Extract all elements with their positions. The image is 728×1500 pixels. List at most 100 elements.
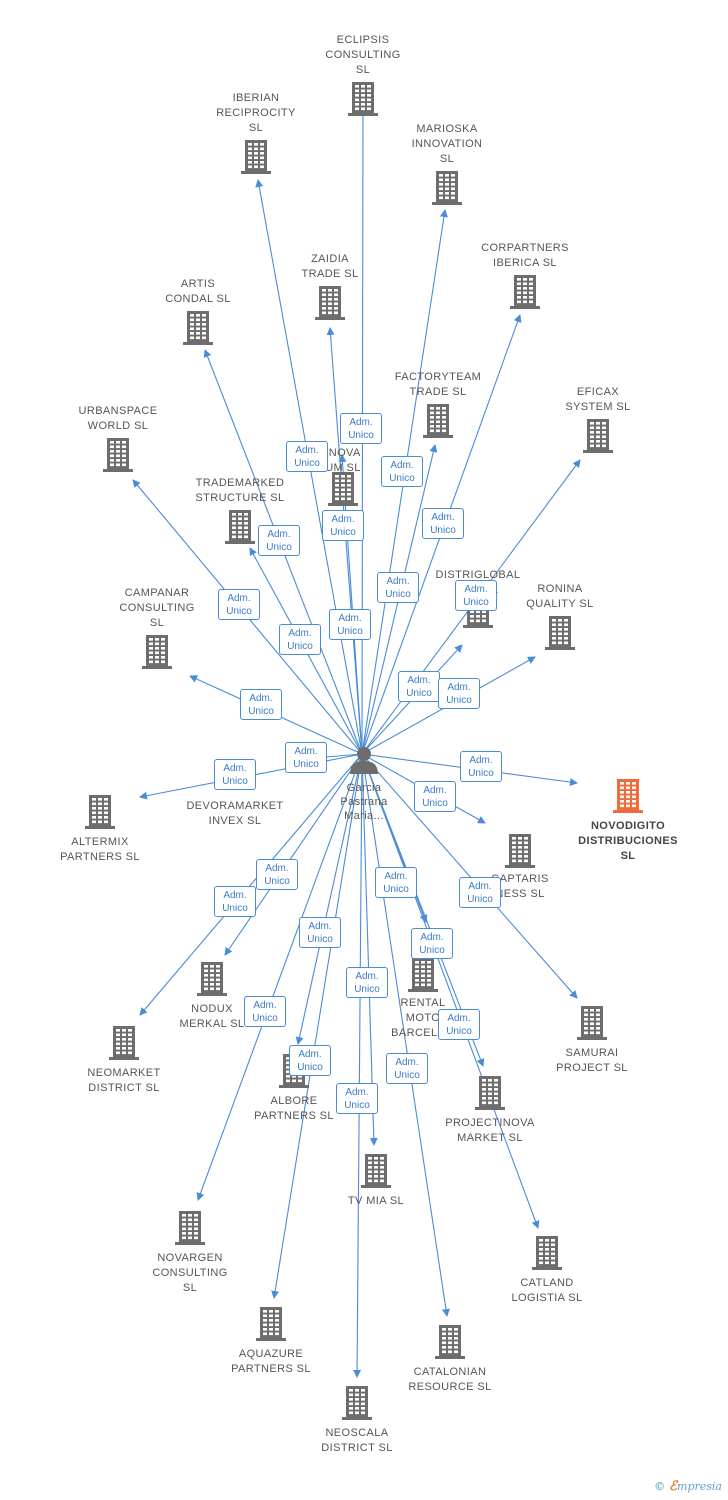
company-node-artis[interactable]: ARTIS CONDAL SL bbox=[138, 277, 258, 345]
center-person-node[interactable]: Garcia Pastrana Maria... bbox=[304, 744, 424, 823]
company-node-samurai[interactable]: SAMURAI PROJECT SL bbox=[532, 1006, 652, 1076]
company-node-urbanspace[interactable]: URBANSPACE WORLD SL bbox=[58, 404, 178, 472]
role-label-line2: Unico bbox=[252, 1013, 278, 1024]
company-name: CATLAND LOGISTIA SL bbox=[511, 1277, 583, 1304]
company-node-eficax[interactable]: EFICAX SYSTEM SL bbox=[538, 385, 658, 453]
role-label-line1: Adm. bbox=[345, 1087, 369, 1098]
role-label-neomarket[interactable]: Adm.Unico bbox=[214, 886, 256, 917]
company-name: EFICAX SYSTEM SL bbox=[565, 386, 631, 413]
building-icon bbox=[85, 795, 115, 829]
role-label-eclipsis[interactable]: Adm. Unico bbox=[340, 413, 382, 444]
role-label-novargen[interactable]: Adm. Unico bbox=[244, 996, 286, 1027]
role-label-catalonian[interactable]: Adm.Unico bbox=[386, 1053, 428, 1084]
role-label-samurai[interactable]: Adm.Unico bbox=[459, 877, 501, 908]
role-label-rental[interactable]: Adm.Unico bbox=[375, 867, 417, 898]
company-node-factoryteam[interactable]: FACTORYTEAM TRADE SL bbox=[378, 370, 498, 438]
building-icon bbox=[577, 1006, 607, 1040]
role-label-line1: Adm. bbox=[253, 1000, 277, 1011]
edge-samurai bbox=[361, 753, 578, 999]
edge-aquazure bbox=[271, 753, 363, 1299]
company-node-captaris[interactable]: CAPTARIS NESS SL bbox=[460, 834, 580, 902]
company-name: CAMPANAR CONSULTING SL bbox=[119, 587, 195, 629]
company-node-eclipsis[interactable]: ECLIPSIS CONSULTING SL bbox=[303, 33, 423, 116]
brand-logo-text: mpresia bbox=[677, 1480, 722, 1493]
company-node-novargen[interactable]: NOVARGEN CONSULTING SL bbox=[130, 1211, 250, 1296]
role-label-nodux[interactable]: Adm.Unico bbox=[256, 859, 298, 890]
company-name: INOVA UM SL bbox=[325, 447, 361, 474]
role-label-line2: Unico bbox=[354, 984, 380, 995]
company-node-catalonian[interactable]: CATALONIAN RESOURCE SL bbox=[390, 1325, 510, 1395]
role-label-line2: Unico bbox=[337, 626, 363, 637]
company-node-novodigito[interactable]: NOVODIGITO DISTRIBUCIONES SL bbox=[568, 779, 688, 864]
company-node-zaidia[interactable]: ZAIDIA TRADE SL bbox=[270, 252, 390, 320]
person-icon bbox=[350, 747, 378, 774]
company-node-inova[interactable]: INOVA UM SL bbox=[283, 446, 403, 506]
role-label-inova[interactable]: Adm.Unico bbox=[329, 609, 371, 640]
company-node-neomarket[interactable]: NEOMARKET DISTRICT SL bbox=[64, 1026, 184, 1096]
company-node-devoramarket[interactable]: DEVORAMARKET INVEX SL bbox=[175, 799, 295, 829]
role-label-line1: Adm. bbox=[265, 863, 289, 874]
role-label-projectinova[interactable]: Adm.Unico bbox=[411, 928, 453, 959]
role-label-ronina[interactable]: Adm.Unico bbox=[438, 678, 480, 709]
role-label-line2: Unico bbox=[226, 606, 252, 617]
company-name: ZAIDIA TRADE SL bbox=[301, 253, 359, 280]
building-icon bbox=[175, 1211, 205, 1245]
role-label-line1: Adm. bbox=[355, 971, 379, 982]
company-node-projectinova[interactable]: PROJECTINOVA MARKET SL bbox=[430, 1076, 550, 1146]
role-label-line1: Adm. bbox=[349, 417, 373, 428]
role-label-line1: Adm. bbox=[223, 890, 247, 901]
role-label-corpartners[interactable]: Adm.Unico bbox=[422, 508, 464, 539]
role-label-distriglobal[interactable]: Adm.Unico bbox=[398, 671, 440, 702]
company-name: ALBORE PARTNERS SL bbox=[254, 1095, 334, 1122]
role-label-zaidia[interactable]: Adm.Unico bbox=[322, 510, 364, 541]
company-node-catland[interactable]: CATLAND LOGISTIA SL bbox=[487, 1236, 607, 1306]
building-icon bbox=[510, 275, 540, 309]
company-node-trademarked[interactable]: TRADEMARKED STRUCTURE SL bbox=[180, 476, 300, 544]
role-label-novodigito[interactable]: Adm.Unico bbox=[460, 751, 502, 782]
role-label-line1: Adm. bbox=[308, 921, 332, 932]
company-node-nodux[interactable]: NODUX MERKAL SL bbox=[152, 962, 272, 1032]
role-label-line1: Adm. bbox=[288, 628, 312, 639]
role-label-urbanspace[interactable]: Adm. Unico bbox=[218, 589, 260, 620]
role-label-neoscala[interactable]: Adm.Unico bbox=[336, 1083, 378, 1114]
role-label-trademarked[interactable]: Adm.Unico bbox=[279, 624, 321, 655]
role-label-line1: Adm. bbox=[294, 746, 318, 757]
role-label-eficax[interactable]: Adm.Unico bbox=[455, 580, 497, 611]
role-label-line1: Adm. bbox=[468, 881, 492, 892]
role-label-tvmia[interactable]: Adm. Unico bbox=[346, 967, 388, 998]
company-node-aquazure[interactable]: AQUAZURE PARTNERS SL bbox=[211, 1307, 331, 1377]
building-icon bbox=[435, 1325, 465, 1359]
role-label-line2: Unico bbox=[266, 542, 292, 553]
role-label-line1: Adm. bbox=[298, 1049, 322, 1060]
role-label-artis[interactable]: Adm.Unico bbox=[258, 525, 300, 556]
role-label-iberian[interactable]: Adm.Unico bbox=[286, 441, 328, 472]
role-label-line2: Unico bbox=[348, 430, 374, 441]
role-label-factoryteam[interactable]: Adm.Unico bbox=[377, 572, 419, 603]
role-label-devoramarket[interactable]: Adm.Unico bbox=[285, 742, 327, 773]
building-icon bbox=[532, 1236, 562, 1270]
role-label-marioska[interactable]: Adm.Unico bbox=[381, 456, 423, 487]
company-node-neoscala[interactable]: NEOSCALA DISTRICT SL bbox=[297, 1386, 417, 1456]
role-label-captaris[interactable]: Adm.Unico bbox=[414, 781, 456, 812]
role-label-catland[interactable]: Adm.Unico bbox=[438, 1009, 480, 1040]
company-name: URBANSPACE WORLD SL bbox=[78, 405, 158, 432]
company-node-iberian[interactable]: IBERIAN RECIPROCITY SL bbox=[196, 91, 316, 174]
building-icon bbox=[432, 171, 462, 205]
company-node-marioska[interactable]: MARIOSKA INNOVATION SL bbox=[387, 122, 507, 205]
company-node-tvmia[interactable]: TV MIA SL bbox=[316, 1154, 436, 1209]
building-icon bbox=[142, 635, 172, 669]
role-label-campanar[interactable]: Adm.Unico bbox=[240, 689, 282, 720]
company-node-campanar[interactable]: CAMPANAR CONSULTING SL bbox=[97, 586, 217, 669]
building-icon bbox=[328, 472, 358, 506]
company-node-rental[interactable]: RENTAL MOTO BARCELON bbox=[363, 958, 483, 1041]
role-label-altermix[interactable]: Adm.Unico bbox=[214, 759, 256, 790]
company-node-altermix[interactable]: ALTERMIX PARTNERS SL bbox=[40, 795, 160, 865]
role-label-albore[interactable]: Adm.Unico bbox=[299, 917, 341, 948]
company-name: NOVARGEN CONSULTING SL bbox=[152, 1252, 228, 1294]
role-label-aquazure[interactable]: Adm.Unico bbox=[289, 1045, 331, 1076]
role-label-line1: Adm. bbox=[227, 593, 251, 604]
building-icon bbox=[103, 438, 133, 472]
company-node-ronina[interactable]: RONINA QUALITY SL bbox=[500, 582, 620, 650]
company-node-corpartners[interactable]: CORPARTNERS IBERICA SL bbox=[465, 241, 585, 309]
role-label-line1: Adm. bbox=[390, 460, 414, 471]
